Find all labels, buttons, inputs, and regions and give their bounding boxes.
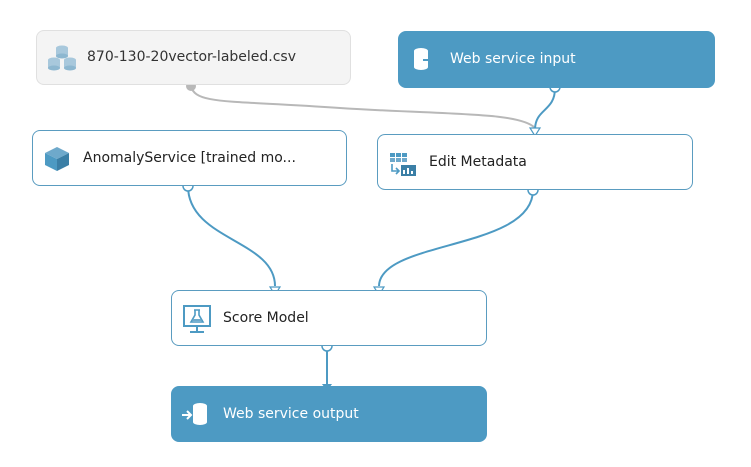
edit-metadata-icon	[390, 153, 416, 176]
edit-metadata-input-port[interactable]	[528, 127, 542, 138]
trained-model-icon	[45, 147, 69, 171]
score-model-icon	[183, 305, 211, 333]
score-model-label: Score Model	[223, 310, 309, 326]
dataset-icon	[48, 45, 76, 71]
web-service-output-label: Web service output	[223, 406, 359, 422]
anomaly-service-node[interactable]: AnomalyService [trained mo...	[32, 130, 347, 186]
web-service-input-icon	[414, 48, 435, 70]
connection-anomaly-to-score	[187, 185, 276, 287]
web-service-input-node[interactable]: Web service input	[398, 31, 715, 88]
connection-metadata-to-score	[378, 189, 534, 287]
web-service-input-label: Web service input	[450, 51, 576, 67]
web-service-output-node[interactable]: Web service output	[171, 386, 487, 442]
web-service-output-icon	[182, 403, 207, 425]
connection-input-to-edit-metadata	[534, 87, 556, 131]
edit-metadata-node[interactable]: Edit Metadata	[377, 134, 693, 190]
score-model-node[interactable]: Score Model	[171, 290, 487, 346]
edit-metadata-label: Edit Metadata	[429, 154, 527, 170]
connection-dataset-to-edit-metadata	[190, 85, 536, 129]
dataset-node[interactable]: 870-130-20vector-labeled.csv	[36, 30, 351, 85]
anomaly-service-label: AnomalyService [trained mo...	[83, 150, 296, 166]
dataset-label: 870-130-20vector-labeled.csv	[87, 49, 297, 65]
